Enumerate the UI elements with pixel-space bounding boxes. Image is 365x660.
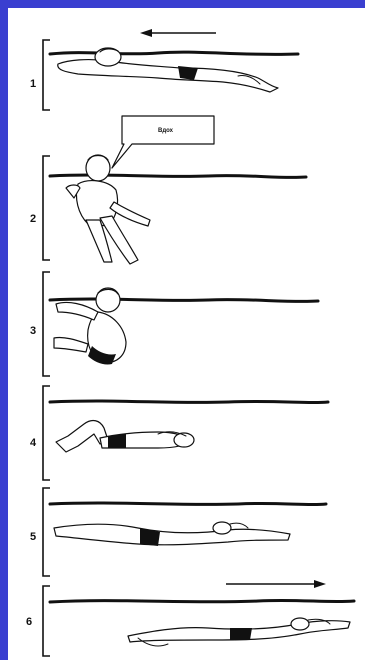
step-1: 1 xyxy=(30,29,298,110)
water-surface xyxy=(50,600,354,602)
diagram-frame: 1 2 Вдох 3 xyxy=(8,8,365,660)
step-3: 3 xyxy=(30,272,318,376)
step-2: 2 Вдох xyxy=(30,116,306,264)
pool-wall xyxy=(43,156,50,260)
step-number: 2 xyxy=(30,213,36,225)
step-number: 4 xyxy=(30,437,37,449)
swimmer-figure xyxy=(56,421,194,452)
step-number: 3 xyxy=(30,325,36,337)
step-number: 5 xyxy=(30,531,36,543)
arrow-right-icon xyxy=(226,580,326,588)
step-number: 1 xyxy=(30,78,36,90)
speech-bubble: Вдох xyxy=(112,116,214,168)
pool-wall xyxy=(43,386,50,480)
pool-wall xyxy=(43,272,50,376)
step-6: 6 xyxy=(26,580,354,656)
step-number: 6 xyxy=(26,616,32,628)
water-surface xyxy=(50,299,318,301)
arrow-left-icon xyxy=(140,29,216,37)
swimmer-figure xyxy=(128,618,350,646)
step-4: 4 xyxy=(30,386,328,480)
swimmer-figure xyxy=(66,155,150,264)
pool-wall xyxy=(43,488,50,576)
bubble-label: Вдох xyxy=(158,128,174,134)
water-surface xyxy=(50,503,326,505)
water-surface xyxy=(50,52,298,54)
pool-wall xyxy=(43,40,50,110)
swimmer-figure xyxy=(54,522,290,546)
step-5: 5 xyxy=(30,488,326,576)
water-surface xyxy=(50,401,328,403)
pool-wall xyxy=(43,586,50,656)
swim-turn-diagram: 1 2 Вдох 3 xyxy=(8,8,365,660)
